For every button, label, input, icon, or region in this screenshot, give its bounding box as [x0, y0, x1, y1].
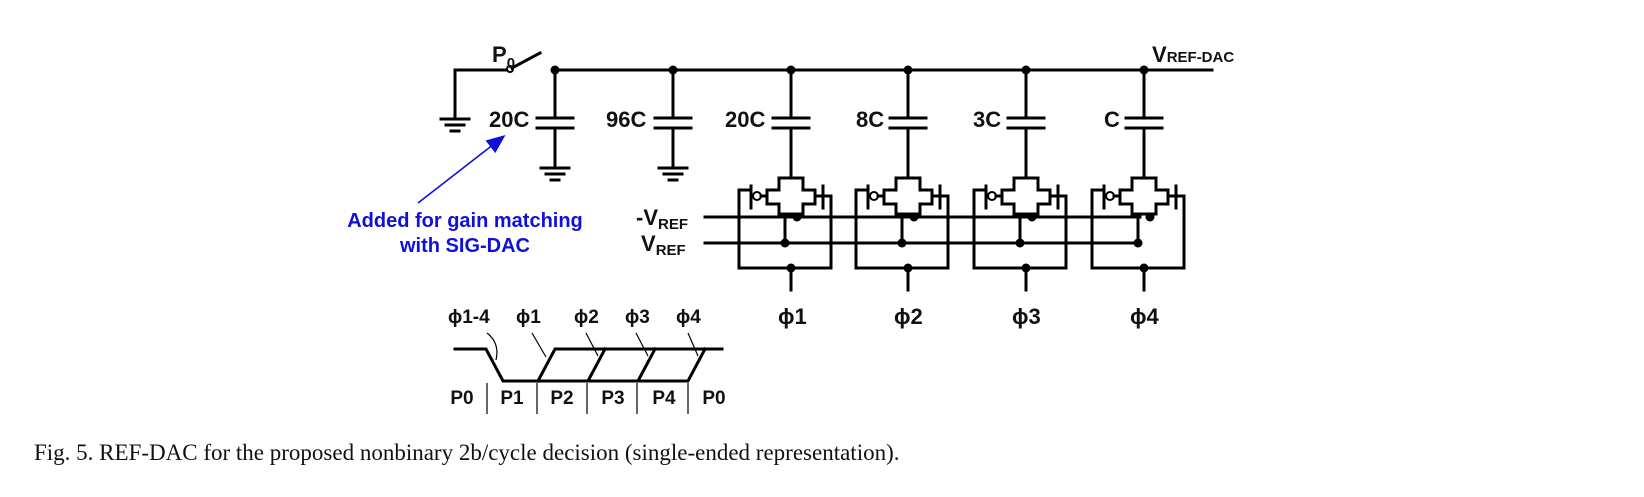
timing-arrow-label: ϕ2: [574, 307, 599, 328]
capacitor-label: C: [1104, 107, 1120, 132]
p0-switch: [453, 50, 543, 120]
transmission-gate-cell: [1090, 166, 1186, 292]
capacitor-label: 3C: [973, 107, 1001, 132]
capacitor-20c: [771, 68, 811, 170]
timing-phase-label: P4: [652, 388, 676, 409]
figure-caption: Fig. 5. REF-DAC for the proposed nonbina…: [34, 440, 900, 465]
capacitor-label: 96C: [606, 107, 646, 132]
timing-phase-label: P0: [702, 388, 725, 409]
capacitor-label: 20C: [725, 107, 765, 132]
capacitor-96c: [653, 68, 693, 182]
timing-arrow-label: ϕ1: [516, 307, 541, 328]
neg-vref-label: -VREF: [636, 205, 688, 233]
transmission-gate-cell: [737, 166, 833, 292]
timing-diagram: [453, 332, 724, 414]
phase-label: ϕ4: [1130, 304, 1159, 329]
annotation-line-1: Added for gain matching: [347, 210, 583, 232]
capacitor-c: [1124, 68, 1164, 170]
capacitor-label: 8C: [856, 107, 884, 132]
capacitor-label: 20C: [489, 107, 529, 132]
timing-arrow-label: ϕ4: [676, 307, 701, 328]
annotation-arrow: [417, 135, 506, 204]
vref-dac-label: VREF-DAC: [1152, 42, 1234, 67]
pos-vref-label: VREF: [641, 231, 686, 259]
timing-phase-label: P0: [450, 388, 473, 409]
capacitor-20c-gain: [535, 68, 575, 182]
timing-phase-label: P3: [601, 388, 624, 409]
timing-arrow-label: ϕ1-4: [448, 307, 490, 328]
capacitor-8c: [888, 68, 928, 170]
transmission-gate-cell: [854, 166, 950, 292]
p0-label: P0: [492, 42, 515, 72]
timing-arrow-label: ϕ3: [625, 307, 650, 328]
transmission-gate-cell: [972, 166, 1068, 292]
timing-phase-label: P2: [550, 388, 573, 409]
transmission-gate-switches: [737, 166, 1186, 292]
annotation-line-2: with SIG-DAC: [399, 235, 530, 257]
ground-icon: [439, 117, 471, 133]
capacitor-3c: [1006, 68, 1046, 170]
phase-label: ϕ2: [894, 304, 923, 329]
phase-label: ϕ1: [778, 304, 807, 329]
top-bus: [550, 65, 1214, 75]
timing-phase-label: P1: [500, 388, 524, 409]
vref-rails: [703, 215, 1142, 245]
phase-label: ϕ3: [1012, 304, 1041, 329]
